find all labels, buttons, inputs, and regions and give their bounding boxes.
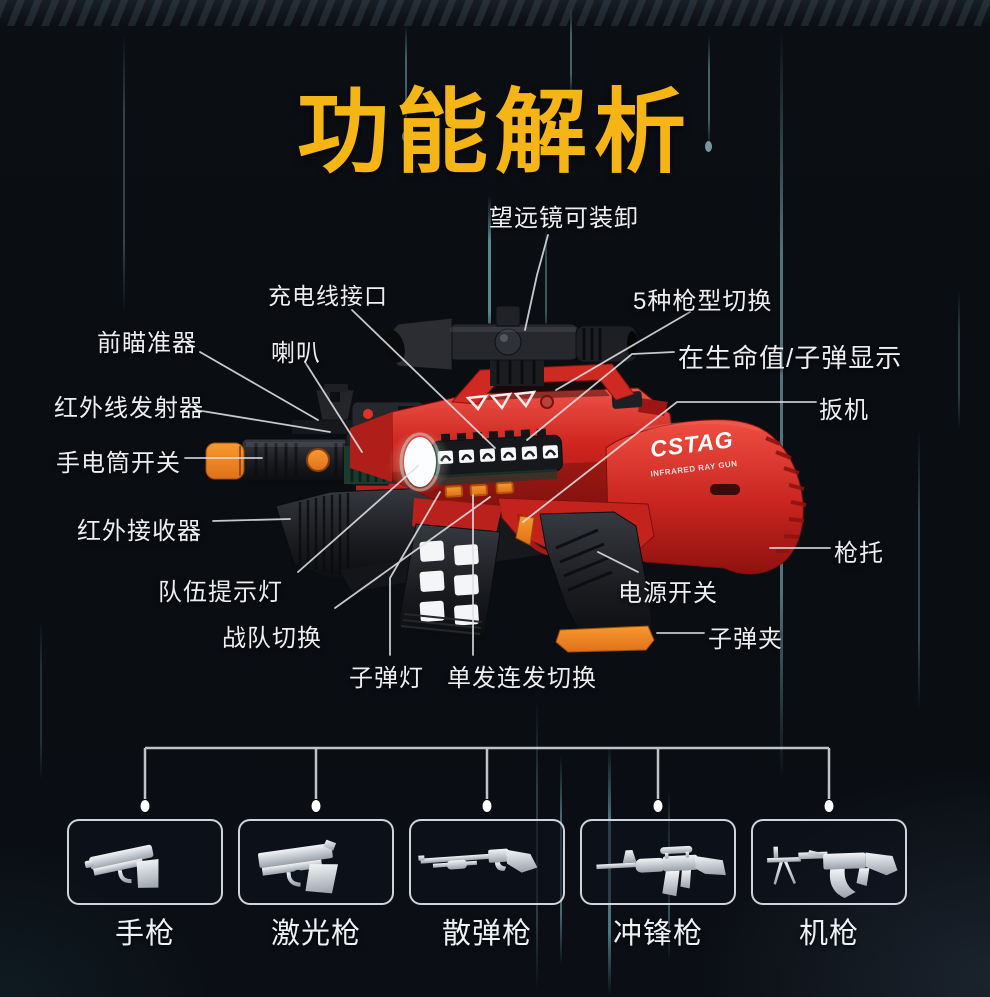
callout-telescope: 望远镜可装卸 [489,205,639,232]
callout-power-switch: 电源开关 [618,580,718,607]
callout-front-sight: 前瞄准器 [97,330,197,357]
mode-buttons-orange [444,481,514,498]
leader-ir-receiver [212,518,291,522]
flashlight-muzzle-cap [205,442,245,480]
callout-team-light: 队伍提示灯 [158,579,283,606]
grip-base-power [555,625,655,653]
gun-type-label-laser: 激光枪 [270,918,361,950]
barrel [205,430,404,486]
leader-charging-port [351,309,496,449]
machine-gun-icon [767,846,898,899]
front-sight-assembly [292,384,425,443]
callout-bullet-light: 子弹灯 [349,665,424,692]
leader-team-light [297,465,419,573]
callout-speaker: 喇叭 [271,340,321,367]
tree-dots [140,800,834,812]
gun-type-label-pistol: 手枪 [114,918,175,950]
type-tree [143,746,831,799]
gun-type-card-assault [580,819,736,905]
trigger-group [497,497,655,559]
background-streak [958,290,960,430]
display-band [431,428,564,498]
leader-gun-type-switch [555,311,691,391]
background-streak [918,430,920,710]
callout-ir-emitter: 红外线发射器 [54,395,204,422]
gun-type-card-pistol [67,819,223,905]
laser-pistol-icon [257,839,339,894]
foregrip-launcher [275,478,556,592]
gun-type-card-laser [238,819,394,905]
background-streak [443,420,445,570]
callout-magazine: 子弹夹 [708,626,783,653]
gun-type-label-assault: 冲锋枪 [612,918,703,950]
background-streak [40,620,42,780]
callout-flashlight-switch: 手电筒开关 [56,450,181,477]
team-indicator-oval [388,430,452,494]
green-rail [344,446,416,484]
receiver-body [350,387,677,515]
leader-bullet-light [389,491,441,656]
top-texture-band [0,0,990,26]
model-marking: INFRARED RAY GUN [650,459,738,479]
callout-fire-mode-switch: 单发连发切换 [447,665,597,692]
ir-lens [306,448,330,472]
leader-power-switch [597,551,639,573]
telescope-scope [381,305,637,386]
trigger-blade [515,515,535,546]
callout-gun-type-switch: 5种枪型切换 [633,288,773,315]
callout-ir-receiver: 红外接收器 [77,518,202,545]
brand-marking: CSTAG [649,426,735,462]
gun-type-label-shotgun: 散弹枪 [441,918,532,950]
callout-team-switch: 战队切换 [222,625,322,652]
callout-trigger: 扳机 [819,397,869,424]
callout-stock: 枪托 [834,540,884,567]
assault-rifle-icon [596,845,726,897]
gun-type-label-machine: 机枪 [798,918,859,950]
carry-handle [450,363,635,412]
magazine-black [397,498,502,639]
background-streak [545,228,547,338]
callout-hp-ammo-display: 在生命值/子弹显示 [678,343,903,373]
leader-hp-display [526,351,675,441]
leader-telescope [524,234,549,331]
gun-type-card-shotgun [409,819,565,905]
gun-type-card-machine [751,819,907,905]
leader-ir-emitter [195,409,331,433]
leader-trigger [522,401,817,523]
shotgun-icon [418,848,538,873]
led-windows [437,445,559,465]
leader-speaker [304,361,363,453]
pistol-icon [84,844,159,888]
leader-team-switch [334,496,491,609]
stock-butt: CSTAG INFRARED RAY GUN [605,419,807,575]
page-title: 功能解析 [296,82,693,184]
callout-charging-port: 充电线接口 [268,283,388,309]
